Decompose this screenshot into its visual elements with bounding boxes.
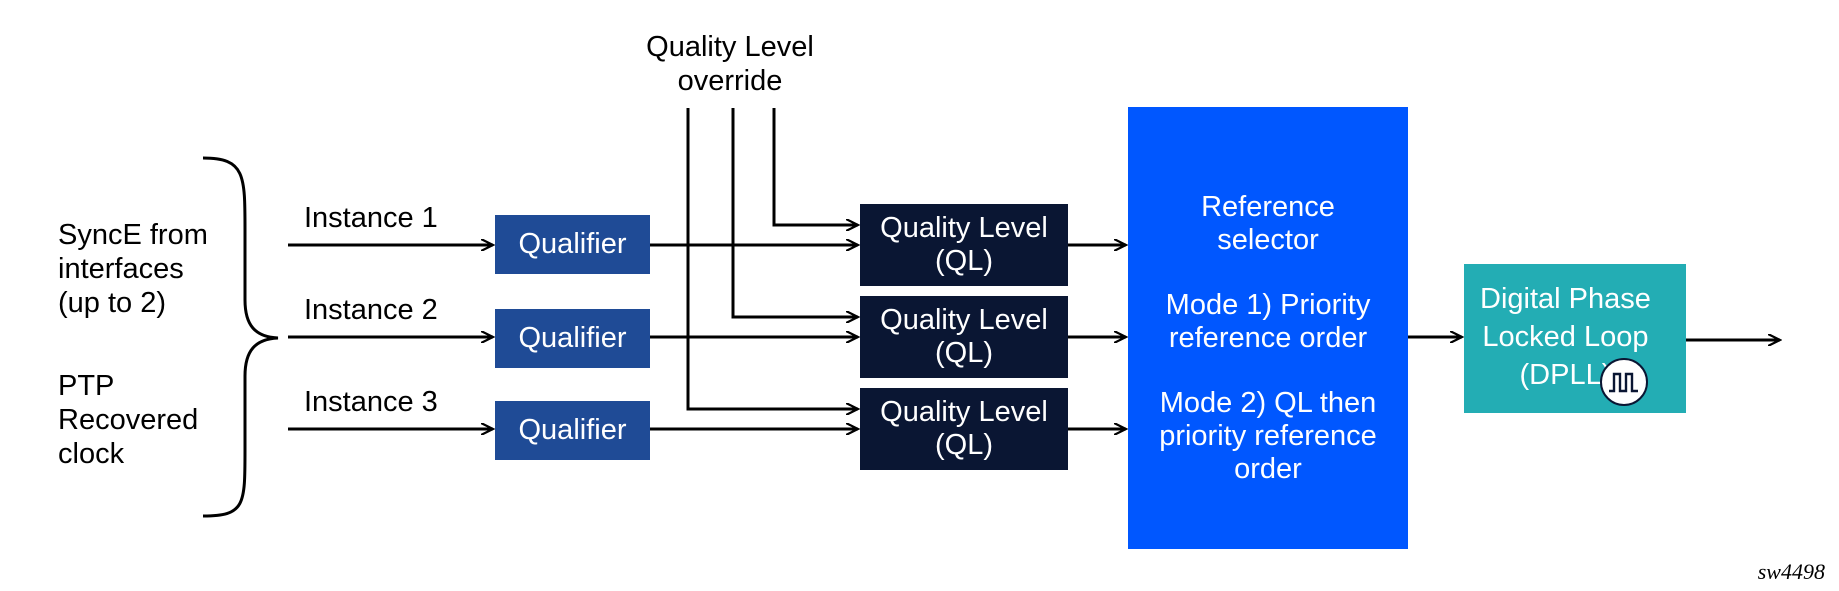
override-1-arrow	[772, 108, 858, 225]
instance-2-label: Instance 2	[304, 294, 438, 326]
selector-title: Reference selector	[1201, 191, 1335, 256]
selector-mode-2: Mode 2) QL then priority reference order	[1159, 387, 1377, 485]
ptp-label: PTP Recovered clock	[58, 370, 199, 470]
ql-line1: Quality Level	[880, 212, 1048, 244]
instance-1-label: Instance 1	[304, 202, 438, 234]
qualifier-label: Qualifier	[518, 322, 627, 354]
qualifier-block-3: Qualifier	[495, 401, 650, 460]
ql-line2: (QL)	[935, 245, 993, 277]
clock-wave-icon	[1600, 358, 1648, 406]
reference-selector-block: Reference selector Mode 1) Priority refe…	[1128, 107, 1408, 549]
dpll-label: Digital Phase Locked Loop (DPLL)	[1480, 283, 1651, 391]
ql-line1: Quality Level	[880, 304, 1048, 336]
instance-3-label: Instance 3	[304, 386, 438, 418]
ql-block-1: Quality Level (QL)	[860, 204, 1068, 286]
override-2-arrow	[731, 108, 858, 317]
synce-label: SyncE from interfaces (up to 2)	[58, 219, 208, 319]
qualifier-label: Qualifier	[518, 228, 627, 260]
ql-block-3: Quality Level (QL)	[860, 388, 1068, 470]
figure-id: sw4498	[1757, 559, 1825, 584]
override-3-arrow	[686, 108, 858, 409]
qualifier-block-2: Qualifier	[495, 309, 650, 368]
override-label: Quality Level override	[646, 31, 814, 97]
ql-line2: (QL)	[935, 429, 993, 461]
selector-mode-1: Mode 1) Priority reference order	[1165, 289, 1371, 354]
dpll-block: Digital Phase Locked Loop (DPLL)	[1464, 264, 1686, 413]
qualifier-label: Qualifier	[518, 414, 627, 446]
ql-line1: Quality Level	[880, 396, 1048, 428]
brace-icon	[202, 156, 279, 518]
ql-block-2: Quality Level (QL)	[860, 296, 1068, 378]
qualifier-block-1: Qualifier	[495, 215, 650, 274]
ql-line2: (QL)	[935, 337, 993, 369]
